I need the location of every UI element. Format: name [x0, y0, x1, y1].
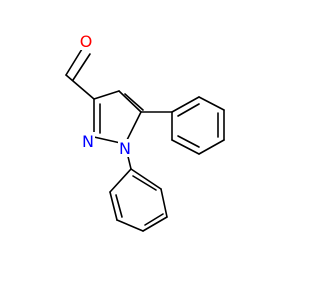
bond-ph1-dbl-3	[177, 135, 200, 148]
bond-ph2-dbl-1	[115, 194, 123, 218]
bond-co-b	[72, 53, 91, 81]
bond-ph2-b	[109, 191, 118, 221]
bond-c4-c5-a	[118, 90, 142, 113]
bond-ph1-a	[171, 96, 200, 113]
bond-cho-c3	[65, 74, 95, 100]
molecule-structure: O N N	[65, 32, 225, 232]
bond-ph1-d	[198, 139, 225, 155]
bond-c3-c4	[93, 90, 120, 100]
oxygen-atom: O	[79, 32, 93, 51]
nitrogen-2-atom-label: N	[82, 132, 94, 151]
bond-ph2-a	[109, 168, 132, 193]
bond-co-a	[65, 48, 83, 76]
bond-ph1-b	[198, 96, 225, 111]
bond-ph2-e	[160, 188, 168, 218]
bond-ph1-e	[171, 139, 200, 155]
nitrogen-1-atom-label: N	[119, 139, 131, 158]
nitrogen-2-atom: N	[81, 132, 95, 151]
bond-ph2-dbl-3	[132, 175, 157, 191]
bond-ph2-c	[116, 219, 144, 232]
bond-ph2-d	[142, 216, 168, 232]
bond-ph2-f	[130, 168, 162, 190]
bond-ph2-dbl-2	[144, 213, 164, 226]
bond-ph1-dbl-1	[177, 103, 200, 117]
nitrogen-1-atom: N	[118, 139, 132, 158]
bond-c4-c5-b	[124, 93, 144, 111]
bond-c5-n1	[124, 111, 142, 145]
oxygen-atom-label: O	[80, 32, 93, 51]
